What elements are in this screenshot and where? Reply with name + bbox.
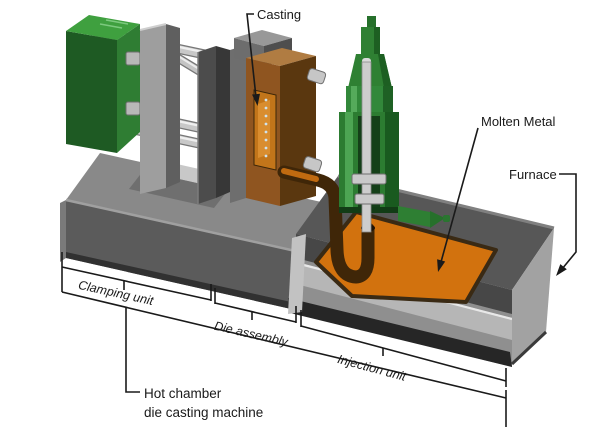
furnace-bottom-edge <box>288 298 512 367</box>
base-top-edge-highlight <box>65 198 301 254</box>
base-bottom-edge <box>66 252 300 311</box>
clamp-block-highlight <box>99 23 123 29</box>
nozzle-arm <box>398 206 430 227</box>
injection-unit-label: Injection unit <box>336 352 408 384</box>
molten-metal-arrowhead <box>437 259 446 272</box>
die-assembly-label: Die assembly <box>213 319 290 350</box>
casting-part <box>258 100 270 158</box>
tie-bar-end-boss <box>302 156 323 173</box>
nozzle-valve <box>398 206 450 228</box>
clamping-cylinder-block <box>66 15 140 153</box>
fixed-platen-side <box>216 46 230 198</box>
furnace-arrow <box>559 173 577 270</box>
die-block-top <box>246 48 316 66</box>
base-left-face <box>60 200 66 262</box>
machine-bracket: Hot chamber die casting machine <box>61 268 507 427</box>
cylinder-upper-highlight <box>351 86 357 114</box>
clamp-block-front-face <box>66 31 117 153</box>
furnace-right-bottom-edge <box>510 330 548 366</box>
cylinder-upper-shadow <box>383 86 393 114</box>
casting-arrowhead <box>252 93 260 106</box>
furnace-right-face <box>512 228 554 364</box>
fixed-platen <box>197 45 246 204</box>
moving-platen-front <box>140 24 166 194</box>
clamp-block-right-face <box>117 24 140 153</box>
base-front-face <box>66 200 300 311</box>
nozzle-cone <box>430 211 445 228</box>
moving-platen-top-edge <box>139 23 167 31</box>
moving-platen <box>125 23 180 194</box>
clamping-unit-label: Clamping unit <box>77 278 155 308</box>
molten-metal-arrow <box>440 127 479 263</box>
die-holder-plate <box>230 45 246 203</box>
cylinder-top-nub <box>367 16 376 29</box>
clamp-block-top-face <box>66 15 140 40</box>
fixed-platen-front <box>198 46 216 204</box>
furnace-left-cut-face <box>288 234 306 314</box>
furnace-label: Furnace <box>509 167 557 182</box>
gooseneck-tube <box>277 165 375 284</box>
casting-label: Casting <box>257 7 301 22</box>
machine-name-line2: die casting machine <box>144 405 263 420</box>
platen-boss <box>125 101 141 116</box>
rod-collar <box>354 193 385 205</box>
cylinder-taper-shadow <box>378 54 392 88</box>
casting-annotation: Casting <box>246 7 301 106</box>
nozzle-tip <box>443 215 450 222</box>
furnace-arrowhead <box>556 264 567 276</box>
cylinder-main-shadow <box>385 112 399 212</box>
plunger-rod <box>351 58 387 233</box>
gooseneck-metal-channel <box>281 168 319 182</box>
moving-platen-side <box>166 24 180 188</box>
platen-boss <box>125 51 141 66</box>
ejector-pin-dots <box>264 98 268 158</box>
rod-collar <box>351 173 387 185</box>
tie-bar-end-boss <box>306 68 327 85</box>
cylinder-main-highlight <box>345 112 353 212</box>
clamp-block-highlight <box>105 19 129 25</box>
machine-name-line1: Hot chamber <box>144 386 222 401</box>
molten-metal-label: Molten Metal <box>481 114 556 129</box>
cylinder-stem-shadow <box>374 27 380 56</box>
molten-metal-annotation: Molten Metal <box>437 114 556 272</box>
casting-arrow <box>246 13 257 98</box>
furnace-annotation: Furnace <box>509 167 577 276</box>
rod-shaft <box>361 61 372 233</box>
